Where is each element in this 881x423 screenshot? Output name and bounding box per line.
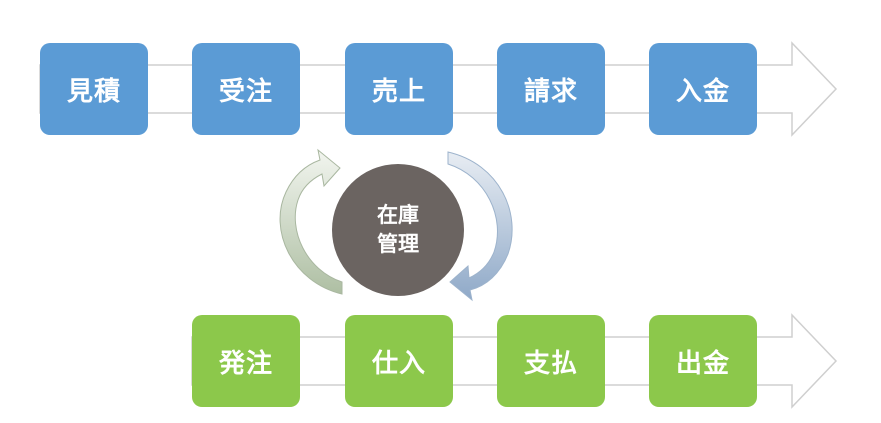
purchase-step-shiharai: 支払 <box>497 315 605 407</box>
purchase-step-shiire: 仕入 <box>345 315 453 407</box>
sales-step-nyukin: 入金 <box>649 43 757 135</box>
cycle-arrow-right <box>447 151 513 302</box>
inventory-label-line1: 在庫 <box>377 203 419 227</box>
purchase-step-shukkin: 出金 <box>649 315 757 407</box>
sales-step-juchu: 受注 <box>192 43 300 135</box>
sales-step-mitsumori: 見積 <box>40 43 148 135</box>
sales-step-seikyu: 請求 <box>497 43 605 135</box>
cycle-arrow-left <box>279 148 343 295</box>
sales-step-uriage: 売上 <box>345 43 453 135</box>
purchase-step-hatchu: 発注 <box>192 315 300 407</box>
inventory-label-line2: 管理 <box>377 232 419 256</box>
inventory-management-circle: 在庫 管理 <box>332 164 464 296</box>
